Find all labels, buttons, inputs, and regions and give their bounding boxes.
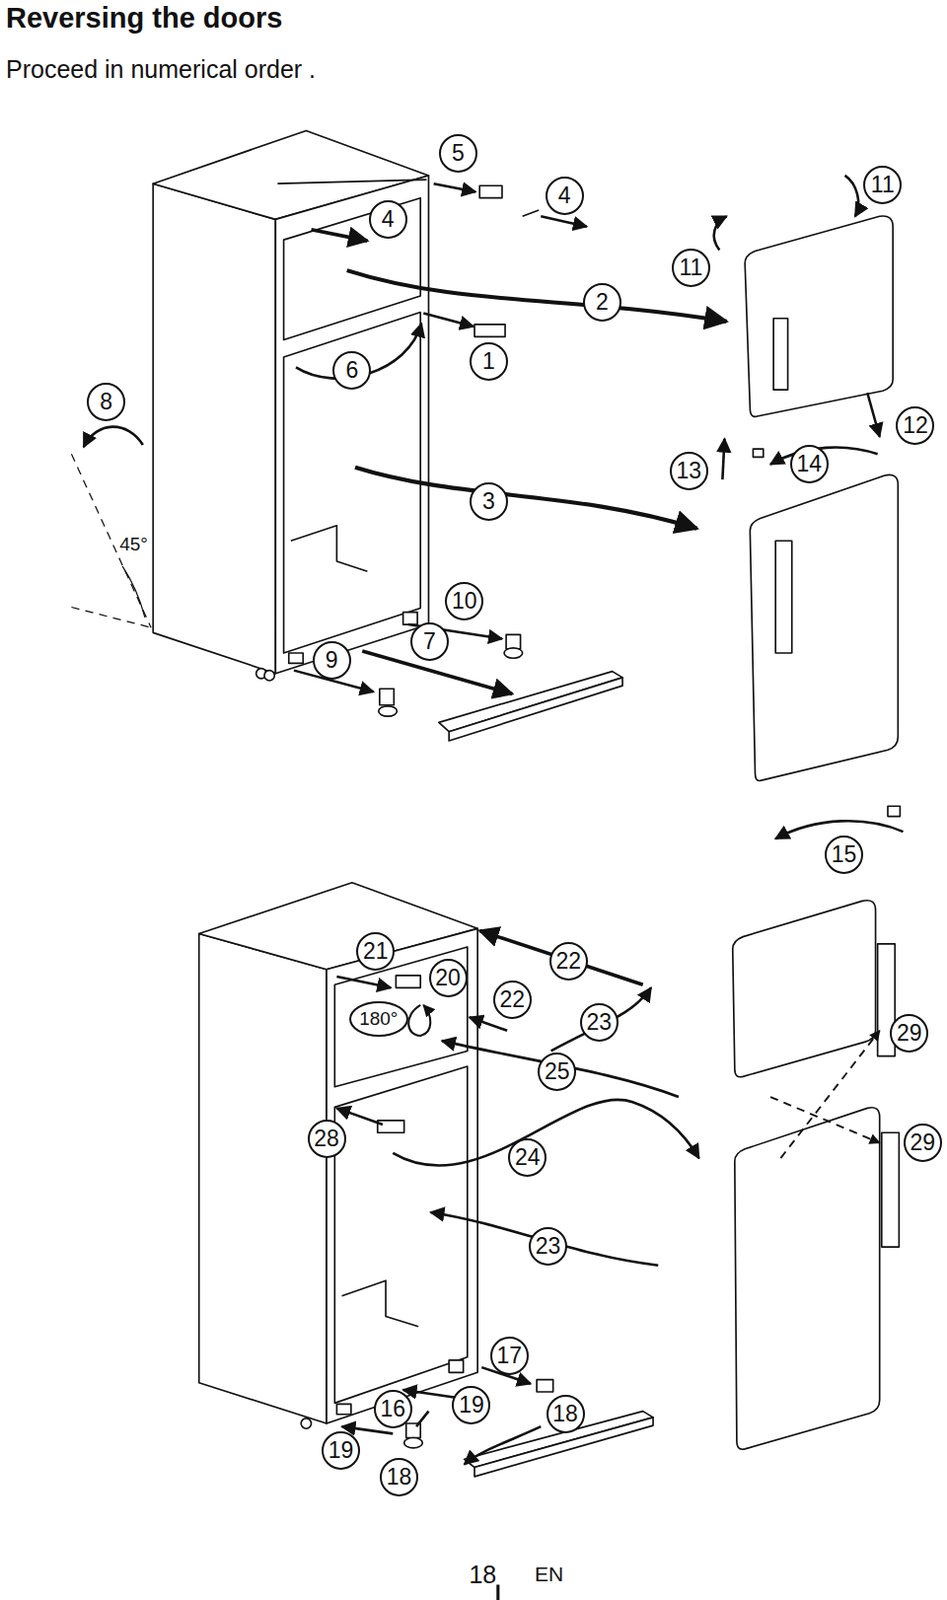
callout-number: 18 bbox=[379, 1457, 419, 1497]
callout-number: 12 bbox=[895, 406, 935, 445]
callout-number: 20 bbox=[429, 958, 468, 998]
callout-number: 7 bbox=[410, 622, 449, 661]
angle-label: 45° bbox=[117, 533, 150, 556]
callout-number: 5 bbox=[438, 134, 478, 173]
page-title: Reversing the doors bbox=[5, 1, 283, 35]
callout-number: 23 bbox=[528, 1227, 568, 1266]
callout-number: 9 bbox=[312, 641, 352, 680]
callout-number: 11 bbox=[863, 165, 902, 205]
callout-number: 17 bbox=[490, 1336, 529, 1376]
callout-number: 10 bbox=[444, 582, 484, 621]
callout-number: 22 bbox=[549, 942, 588, 981]
callout-number: 22 bbox=[493, 980, 532, 1020]
callout-number: 28 bbox=[307, 1119, 347, 1159]
callout-number: 13 bbox=[669, 451, 709, 491]
callout-number: 19 bbox=[321, 1431, 361, 1470]
callout-number: 23 bbox=[580, 1003, 619, 1042]
callout-number: 4 bbox=[545, 176, 584, 216]
callout-number: 1 bbox=[469, 342, 509, 381]
language-code: EN bbox=[534, 1562, 564, 1587]
callout-number: 4 bbox=[368, 200, 408, 239]
callout-number: 18 bbox=[546, 1394, 585, 1434]
callout-number: 29 bbox=[889, 1014, 929, 1053]
callout-number: 14 bbox=[790, 444, 829, 484]
callout-number: 3 bbox=[469, 482, 509, 521]
callout-number: 29 bbox=[903, 1123, 943, 1163]
callout-number: 19 bbox=[451, 1385, 491, 1425]
callout-number: 2 bbox=[582, 283, 622, 322]
callout-number: 25 bbox=[537, 1052, 577, 1092]
callout-number: 16 bbox=[373, 1389, 413, 1429]
callout-number: 11 bbox=[671, 248, 711, 288]
callout-number: 15 bbox=[824, 835, 864, 875]
page-number: 18 bbox=[468, 1560, 497, 1590]
callout-number: 24 bbox=[508, 1138, 547, 1177]
instruction-text: Proceed in numerical order . bbox=[5, 55, 316, 84]
callout-number: 8 bbox=[86, 382, 126, 422]
callout-number: 21 bbox=[356, 932, 395, 971]
